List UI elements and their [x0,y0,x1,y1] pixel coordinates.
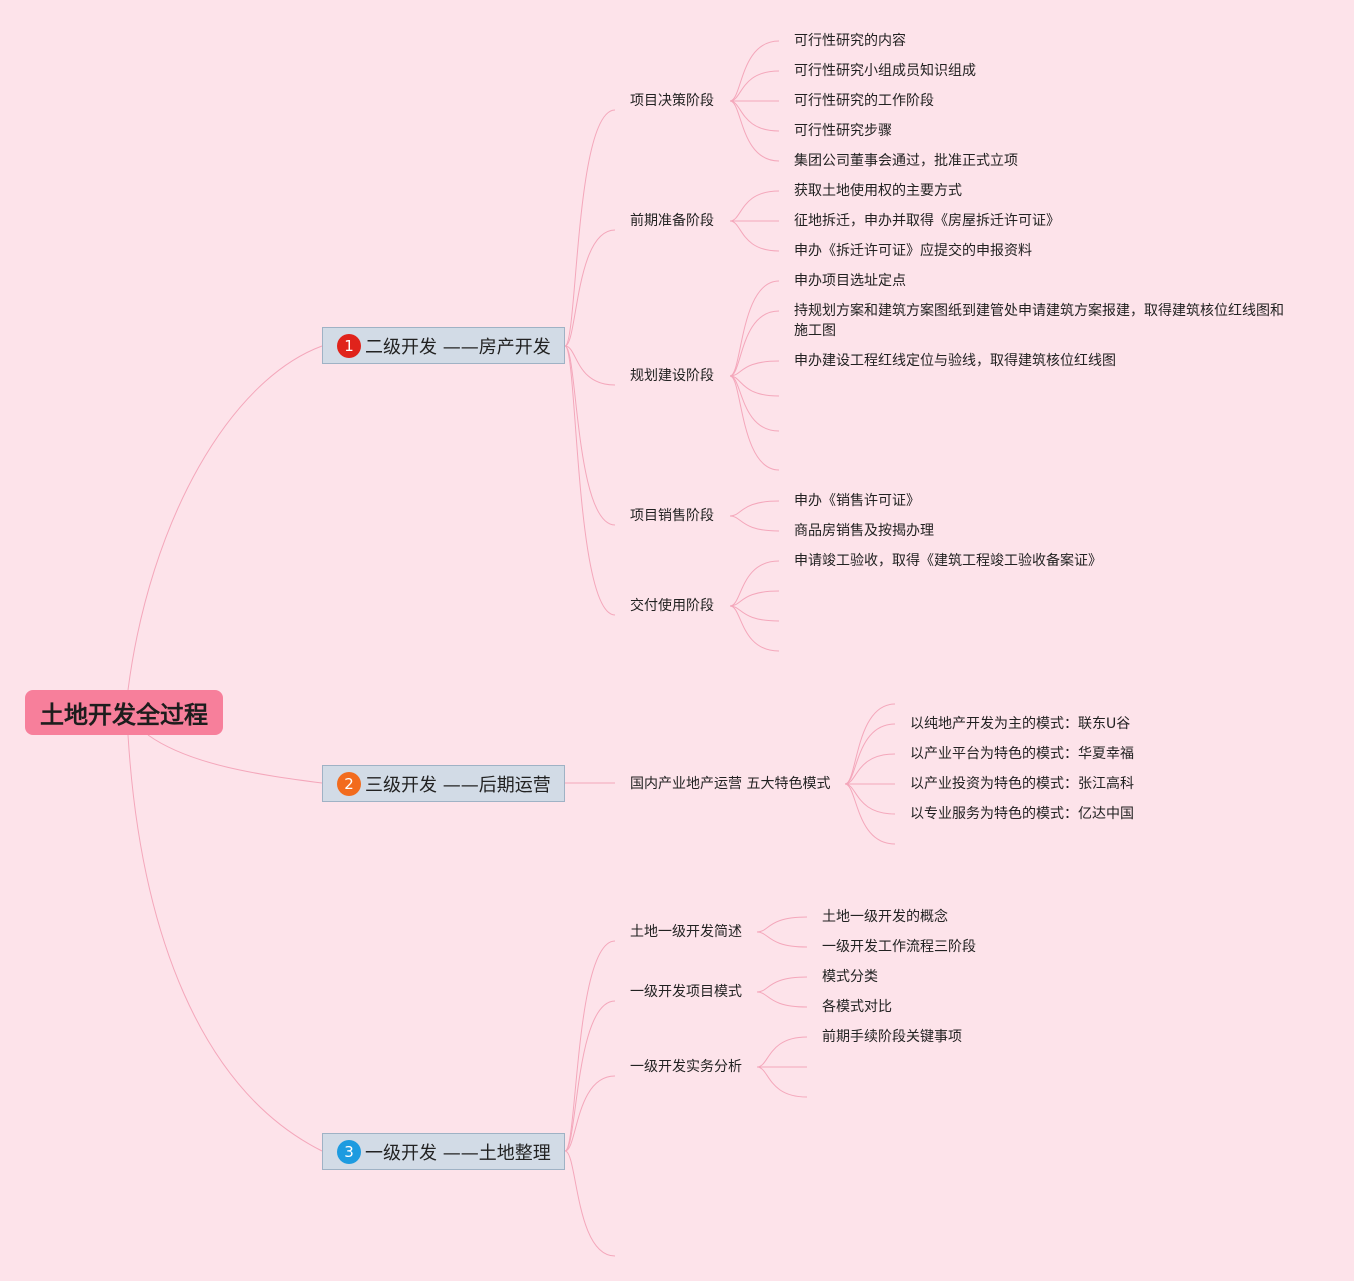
leaf-topic[interactable]: 可行性研究的内容 [794,33,906,49]
leaf-link [729,190,780,222]
leaf-topic[interactable]: 土地一级开发的概念 [822,909,948,925]
leaf-topic[interactable]: 申办《销售许可证》 [794,493,920,509]
root-label: 土地开发全过程 [40,701,208,729]
subtopic-preparation[interactable]: 前期准备阶段 [630,213,714,229]
leaf-topic[interactable]: 申办项目选址定点 [794,273,906,289]
leaf-topic[interactable]: 申请竣工验收，取得《建筑工程竣工验收备案证》 [794,553,1102,569]
leaf-topic[interactable]: 一级开发工作流程三阶段 [822,939,976,955]
subtopic-primary-modes[interactable]: 一级开发项目模式 [630,984,742,1000]
branch-link [564,1150,616,1257]
root-link-3 [127,734,323,1152]
main-node-label: 三级开发 ——后期运营 [365,774,551,796]
leaf-topic[interactable]: 获取土地使用权的主要方式 [794,183,962,199]
leaf-link [729,40,780,102]
badge-3-icon: 3 [337,1139,361,1164]
leaf-link [844,783,896,815]
leaf-link [844,783,896,845]
subtopic-delivery[interactable]: 交付使用阶段 [630,598,714,614]
leaf-link [729,100,780,132]
leaf-link [729,280,780,377]
leaf-topic[interactable]: 模式分类 [822,969,878,985]
leaf-link [844,703,896,785]
leaf-topic[interactable]: 集团公司董事会通过，批准正式立项 [794,153,1018,169]
leaf-link [729,515,780,532]
main-node-secondary-dev[interactable]: 1 二级开发 ——房产开发 [322,327,565,364]
leaf-topic[interactable]: 以产业投资为特色的模式：张江高科 [910,776,1134,792]
leaf-topic[interactable]: 以纯地产开发为主的模式：联东U谷 [910,716,1131,732]
leaf-link [729,375,780,397]
subtopic-sales[interactable]: 项目销售阶段 [630,508,714,524]
root-node[interactable]: 土地开发全过程 [25,690,223,735]
leaf-topic[interactable]: 申办建设工程红线定位与验线，取得建筑核位红线图 [794,353,1116,369]
leaf-link [729,100,780,162]
leaf-link [729,560,780,607]
leaf-link [756,991,808,1008]
main-node-tertiary-dev[interactable]: 2 三级开发 ——后期运营 [322,765,565,802]
leaf-topic[interactable]: 前期手续阶段关键事项 [822,1029,962,1045]
leaf-link [729,605,780,652]
subtopic-project-decision[interactable]: 项目决策阶段 [630,93,714,109]
branch-link [564,345,616,616]
subtopic-primary-practice[interactable]: 一级开发实务分析 [630,1059,742,1075]
leaf-topic[interactable]: 申办《拆迁许可证》应提交的申报资料 [794,243,1032,259]
leaf-topic[interactable]: 可行性研究的工作阶段 [794,93,934,109]
leaf-link [844,753,896,785]
leaf-topic[interactable]: 持规划方案和建筑方案图纸到建管处申请建筑方案报建，取得建筑核位红线图和施工图 [794,303,1284,339]
leaf-topic[interactable]: 以产业平台为特色的模式：华夏幸福 [910,746,1134,762]
leaf-topic[interactable]: 商品房销售及按揭办理 [794,523,934,539]
subtopic-industrial-modes[interactable]: 国内产业地产运营 五大特色模式 [630,776,831,792]
leaf-link [729,220,780,252]
leaf-link [729,500,780,517]
branch-link [564,345,616,386]
branch-link [564,1075,616,1152]
leaf-link [729,375,780,471]
branch-link [564,1000,616,1152]
subtopic-planning-construction[interactable]: 规划建设阶段 [630,368,714,384]
branch-link [564,940,616,1152]
leaf-link [756,931,808,948]
leaf-topic[interactable]: 征地拆迁，申办并取得《房屋拆迁许可证》 [794,213,1060,229]
branch-link [564,229,616,347]
branch-link [564,345,616,526]
leaf-link [729,605,780,622]
leaf-topic[interactable]: 以专业服务为特色的模式：亿达中国 [910,806,1134,822]
root-link-1 [127,345,323,691]
leaf-link [729,590,780,607]
leaf-topic[interactable]: 可行性研究小组成员知识组成 [794,63,976,79]
branch-link [564,109,616,347]
root-link-2 [147,734,323,784]
leaf-topic[interactable]: 各模式对比 [822,999,892,1015]
leaf-link [729,375,780,432]
leaf-link [756,1036,808,1068]
leaf-link [729,360,780,377]
leaf-link [729,70,780,102]
leaf-link [756,1066,808,1098]
main-node-primary-dev[interactable]: 3 一级开发 ——土地整理 [322,1133,565,1170]
main-node-label: 二级开发 ——房产开发 [365,336,551,358]
leaf-link [756,976,808,993]
badge-1-icon: 1 [337,333,361,358]
subtopic-primary-overview[interactable]: 土地一级开发简述 [630,924,742,940]
leaf-link [756,916,808,933]
leaf-link [729,310,780,377]
main-node-label: 一级开发 ——土地整理 [365,1142,551,1164]
leaf-topic[interactable]: 可行性研究步骤 [794,123,892,139]
badge-2-icon: 2 [337,771,361,796]
